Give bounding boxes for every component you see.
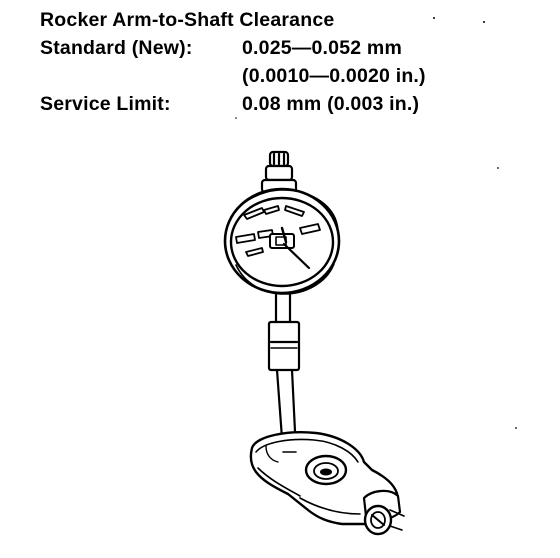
standard-mm-value: 0.025—0.052 mm	[242, 37, 402, 59]
dial-needle	[280, 226, 311, 270]
rocker-shaft-bore	[304, 454, 348, 486]
indicator-upper-rod	[274, 292, 292, 324]
indicator-top-stem	[260, 150, 298, 194]
standard-inch-value: (0.0010—0.0020 in.)	[242, 65, 426, 87]
rocker-arm	[249, 431, 400, 526]
service-limit-label: Service Limit:	[40, 93, 171, 115]
adjusting-screw	[362, 489, 405, 536]
dial-face	[223, 187, 341, 295]
dial-scale-marks	[235, 205, 321, 257]
spec-title: Rocker Arm-to-Shaft Clearance	[40, 9, 335, 31]
service-limit-value: 0.08 mm (0.003 in.)	[242, 93, 420, 115]
print-specks	[235, 17, 517, 429]
standard-label: Standard (New):	[40, 37, 193, 59]
indicator-sleeve	[267, 320, 301, 372]
